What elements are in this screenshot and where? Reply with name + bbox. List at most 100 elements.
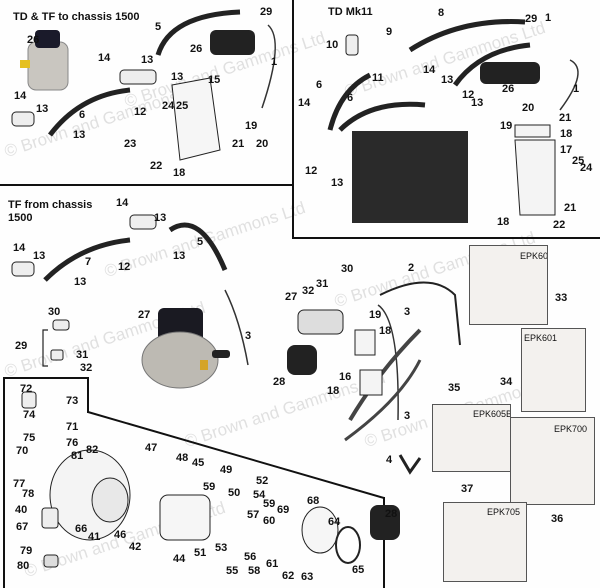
- callout: 11: [372, 72, 384, 84]
- callout: 60: [263, 515, 276, 527]
- callout: 12: [134, 106, 147, 118]
- callout: 16: [339, 371, 352, 383]
- hose-6: [452, 42, 531, 87]
- callout: 24: [580, 162, 593, 174]
- section-frame: [3, 377, 5, 588]
- callout: 64: [328, 516, 341, 528]
- callout: 13: [171, 71, 184, 83]
- callout: 75: [23, 432, 36, 444]
- callout: 27: [138, 309, 151, 321]
- callout: 10: [326, 39, 339, 51]
- solenoid-44: [159, 494, 211, 541]
- callout: 67: [16, 521, 29, 533]
- callout: 28: [385, 508, 398, 520]
- callout: 70: [16, 445, 29, 457]
- callout: 45: [192, 457, 205, 469]
- callout: 26: [190, 43, 203, 55]
- callout: 14: [14, 90, 27, 102]
- pump-26: [210, 30, 255, 55]
- kit-ref: 33: [555, 292, 568, 304]
- kit-ref: 35: [448, 382, 461, 394]
- callout: 32: [302, 285, 315, 297]
- pump-27-outline: [297, 309, 344, 335]
- callout: 19: [500, 120, 513, 132]
- callout: 53: [215, 542, 228, 554]
- callout: 61: [266, 558, 279, 570]
- clip-4: [398, 454, 422, 475]
- callout: 18: [560, 128, 573, 140]
- callout: 32: [80, 362, 93, 374]
- kit-epk705[interactable]: EPK705: [443, 502, 527, 582]
- callout: 13: [36, 103, 49, 115]
- pump-26: [480, 62, 540, 84]
- callout: 59: [203, 481, 216, 493]
- callout: 51: [194, 547, 207, 559]
- callout: 12: [305, 165, 318, 177]
- section-frame: [292, 0, 294, 239]
- section-frame: [292, 237, 600, 239]
- callout: 2: [408, 262, 415, 274]
- callout: 13: [141, 54, 154, 66]
- section-frame: [383, 497, 385, 588]
- hose-7: [43, 237, 131, 282]
- union-14: [119, 69, 157, 85]
- kit-epk600[interactable]: EPK600: [469, 245, 548, 325]
- kit-code: EPK605B: [473, 409, 511, 419]
- callout: 55: [226, 565, 239, 577]
- hose-5: [155, 9, 241, 56]
- callout: 14: [116, 197, 129, 209]
- callout: 27: [285, 291, 298, 303]
- callout: 72: [20, 383, 33, 395]
- callout: 18: [497, 216, 510, 228]
- callout: 29: [15, 340, 28, 352]
- callout: 46: [114, 529, 127, 541]
- callout: 14: [98, 52, 111, 64]
- callout: 5: [155, 21, 162, 33]
- hose-6: [327, 72, 372, 131]
- callout: 62: [282, 570, 295, 582]
- callout: 79: [20, 545, 33, 557]
- section-frame: [87, 377, 89, 413]
- callout: 30: [48, 306, 61, 318]
- callout: 5: [197, 236, 204, 248]
- callout: 8: [438, 7, 445, 19]
- callout: 82: [86, 444, 99, 456]
- callout: 18: [173, 167, 186, 179]
- callout: 71: [66, 421, 79, 433]
- callout: 6: [79, 109, 86, 121]
- kit-code: EPK600: [520, 251, 548, 261]
- callout: 13: [154, 212, 167, 224]
- pipe-3: [377, 304, 399, 421]
- callout: 13: [73, 129, 86, 141]
- pipe-3: [224, 289, 249, 366]
- callout: 65: [352, 564, 365, 576]
- pipe-1: [559, 59, 579, 111]
- kit-epk605b[interactable]: EPK605B: [432, 404, 511, 472]
- hose-6: [48, 87, 131, 137]
- callout: 17: [560, 144, 573, 156]
- section-frame: [3, 377, 89, 379]
- callout: 74: [23, 409, 36, 421]
- callout: 54: [253, 489, 266, 501]
- callout: 26: [27, 34, 40, 46]
- callout: 47: [145, 442, 158, 454]
- callout: 6: [316, 79, 323, 91]
- callout: 18: [327, 385, 340, 397]
- kit-epk601[interactable]: EPK601: [521, 328, 586, 412]
- callout: 77: [13, 478, 26, 490]
- callout: 13: [33, 250, 46, 262]
- callout: 21: [232, 138, 245, 150]
- callout: 52: [256, 475, 269, 487]
- callout: 3: [404, 410, 411, 422]
- callout: 21: [559, 112, 572, 124]
- kit-epk700[interactable]: EPK700: [510, 417, 595, 505]
- callout: 13: [74, 276, 87, 288]
- callout: 4: [386, 454, 393, 466]
- callout: 78: [22, 488, 35, 500]
- callout: 14: [13, 242, 26, 254]
- callout: 13: [173, 250, 186, 262]
- callout: 24: [162, 100, 175, 112]
- callout: 63: [301, 571, 314, 583]
- callout: 12: [462, 89, 475, 101]
